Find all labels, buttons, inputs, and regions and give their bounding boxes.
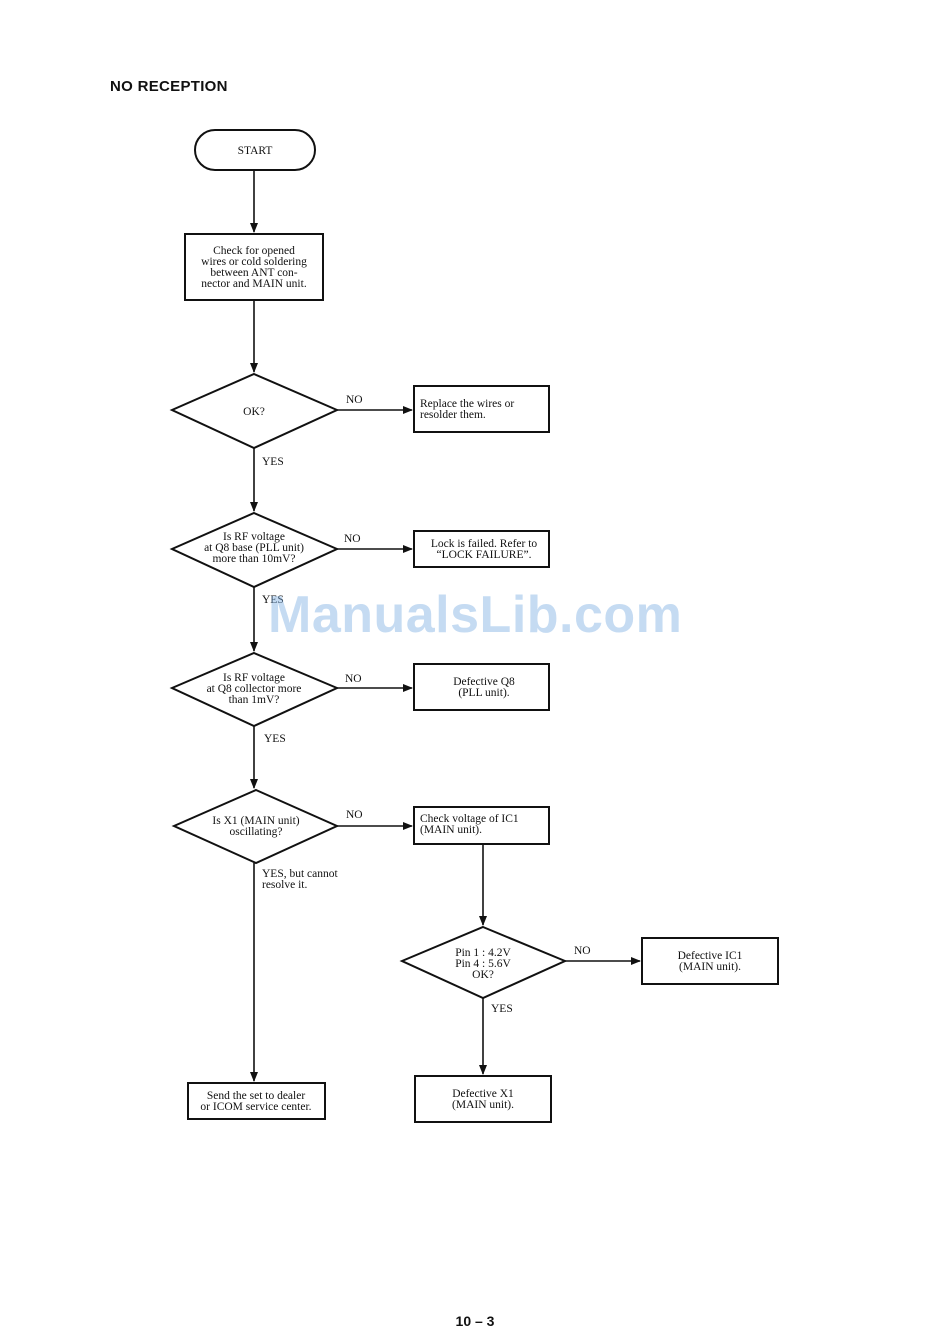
- lock-failed-box: Lock is failed. Refer to “LOCK FAILURE”.: [413, 530, 550, 568]
- rf-collector-line-2: at Q8 collector more: [207, 683, 302, 695]
- x1-osc-line-1: Is X1 (MAIN unit): [212, 815, 299, 827]
- defective-ic1-line-2: (MAIN unit).: [679, 961, 741, 973]
- rf-collector-decision: Is RF voltage at Q8 collector more than …: [169, 651, 340, 728]
- check-wires-box: Check for opened wires or cold soldering…: [184, 233, 324, 301]
- defective-q8-box: Defective Q8 (PLL unit).: [413, 663, 550, 711]
- label-yes-3: YES: [264, 733, 286, 745]
- defective-ic1-line-1: Defective IC1: [678, 950, 743, 962]
- page-number: 10 – 3: [455, 1313, 495, 1329]
- label-no-1: NO: [346, 394, 363, 406]
- ok-decision-label: OK?: [243, 406, 265, 418]
- start-label: START: [238, 145, 273, 157]
- watermark: ManualsLib.com: [268, 586, 683, 644]
- defective-ic1-box: Defective IC1 (MAIN unit).: [641, 937, 779, 985]
- label-yes-5: YES: [491, 1003, 513, 1015]
- label-yes-2: YES: [262, 594, 284, 606]
- defective-q8-line-2: (PLL unit).: [458, 687, 509, 699]
- defective-x1-line-2: (MAIN unit).: [452, 1099, 514, 1111]
- x1-osc-line-2: oscillating?: [229, 826, 282, 838]
- pins-ok-decision: Pin 1 : 4.2V Pin 4 : 5.6V OK?: [399, 925, 568, 1000]
- send-dealer-line-1: Send the set to dealer: [207, 1090, 306, 1102]
- check-ic1-line-1: Check voltage of IC1: [420, 813, 519, 825]
- label-no-2: NO: [344, 533, 361, 545]
- x1-oscillating-decision: Is X1 (MAIN unit) oscillating?: [171, 788, 340, 865]
- rf-collector-line-1: Is RF voltage: [223, 672, 285, 684]
- rf-collector-line-3: than 1mV?: [229, 694, 280, 706]
- pins-line-2: Pin 4 : 5.6V: [455, 958, 511, 970]
- replace-line-1: Replace the wires or: [420, 398, 514, 410]
- connectors: [250, 170, 641, 1082]
- label-yes-1: YES: [262, 456, 284, 468]
- check-wires-line-1: Check for opened: [213, 245, 295, 257]
- pins-line-3: OK?: [472, 969, 494, 981]
- label-no-3: NO: [345, 673, 362, 685]
- defective-q8-line-1: Defective Q8: [453, 676, 515, 688]
- edge-labels: NO YES NO YES NO YES NO YES, but cannot …: [262, 394, 591, 1015]
- rf-base-line-3: more than 10mV?: [212, 553, 295, 565]
- check-wires-line-4: nector and MAIN unit.: [201, 278, 307, 290]
- pins-line-1: Pin 1 : 4.2V: [455, 947, 511, 959]
- send-dealer-line-2: or ICOM service center.: [200, 1101, 311, 1113]
- ok-decision: OK?: [169, 372, 340, 450]
- check-wires-line-3: between ANT con-: [210, 267, 297, 279]
- label-no-4: NO: [346, 809, 363, 821]
- label-yes-4-line-2: resolve it.: [262, 879, 307, 891]
- check-ic1-box: Check voltage of IC1 (MAIN unit).: [413, 806, 550, 845]
- replace-wires-box: Replace the wires or resolder them.: [413, 385, 550, 433]
- send-dealer-box: Send the set to dealer or ICOM service c…: [187, 1082, 326, 1120]
- start-terminal: START: [194, 129, 316, 171]
- rf-base-decision: Is RF voltage at Q8 base (PLL unit) more…: [169, 511, 340, 589]
- defective-x1-line-1: Defective X1: [452, 1088, 514, 1100]
- check-ic1-line-2: (MAIN unit).: [420, 824, 482, 836]
- page-title: NO RECEPTION: [110, 78, 228, 95]
- lock-failed-line-1: Lock is failed. Refer to: [431, 538, 538, 550]
- rf-base-line-1: Is RF voltage: [223, 531, 285, 543]
- replace-line-2: resolder them.: [420, 409, 486, 421]
- check-wires-line-2: wires or cold soldering: [201, 256, 307, 268]
- lock-failed-line-2: “LOCK FAILURE”.: [437, 549, 532, 561]
- label-no-5: NO: [574, 945, 591, 957]
- rf-base-line-2: at Q8 base (PLL unit): [204, 542, 304, 554]
- defective-x1-box: Defective X1 (MAIN unit).: [414, 1075, 552, 1123]
- label-yes-4-line-1: YES, but cannot: [262, 868, 339, 880]
